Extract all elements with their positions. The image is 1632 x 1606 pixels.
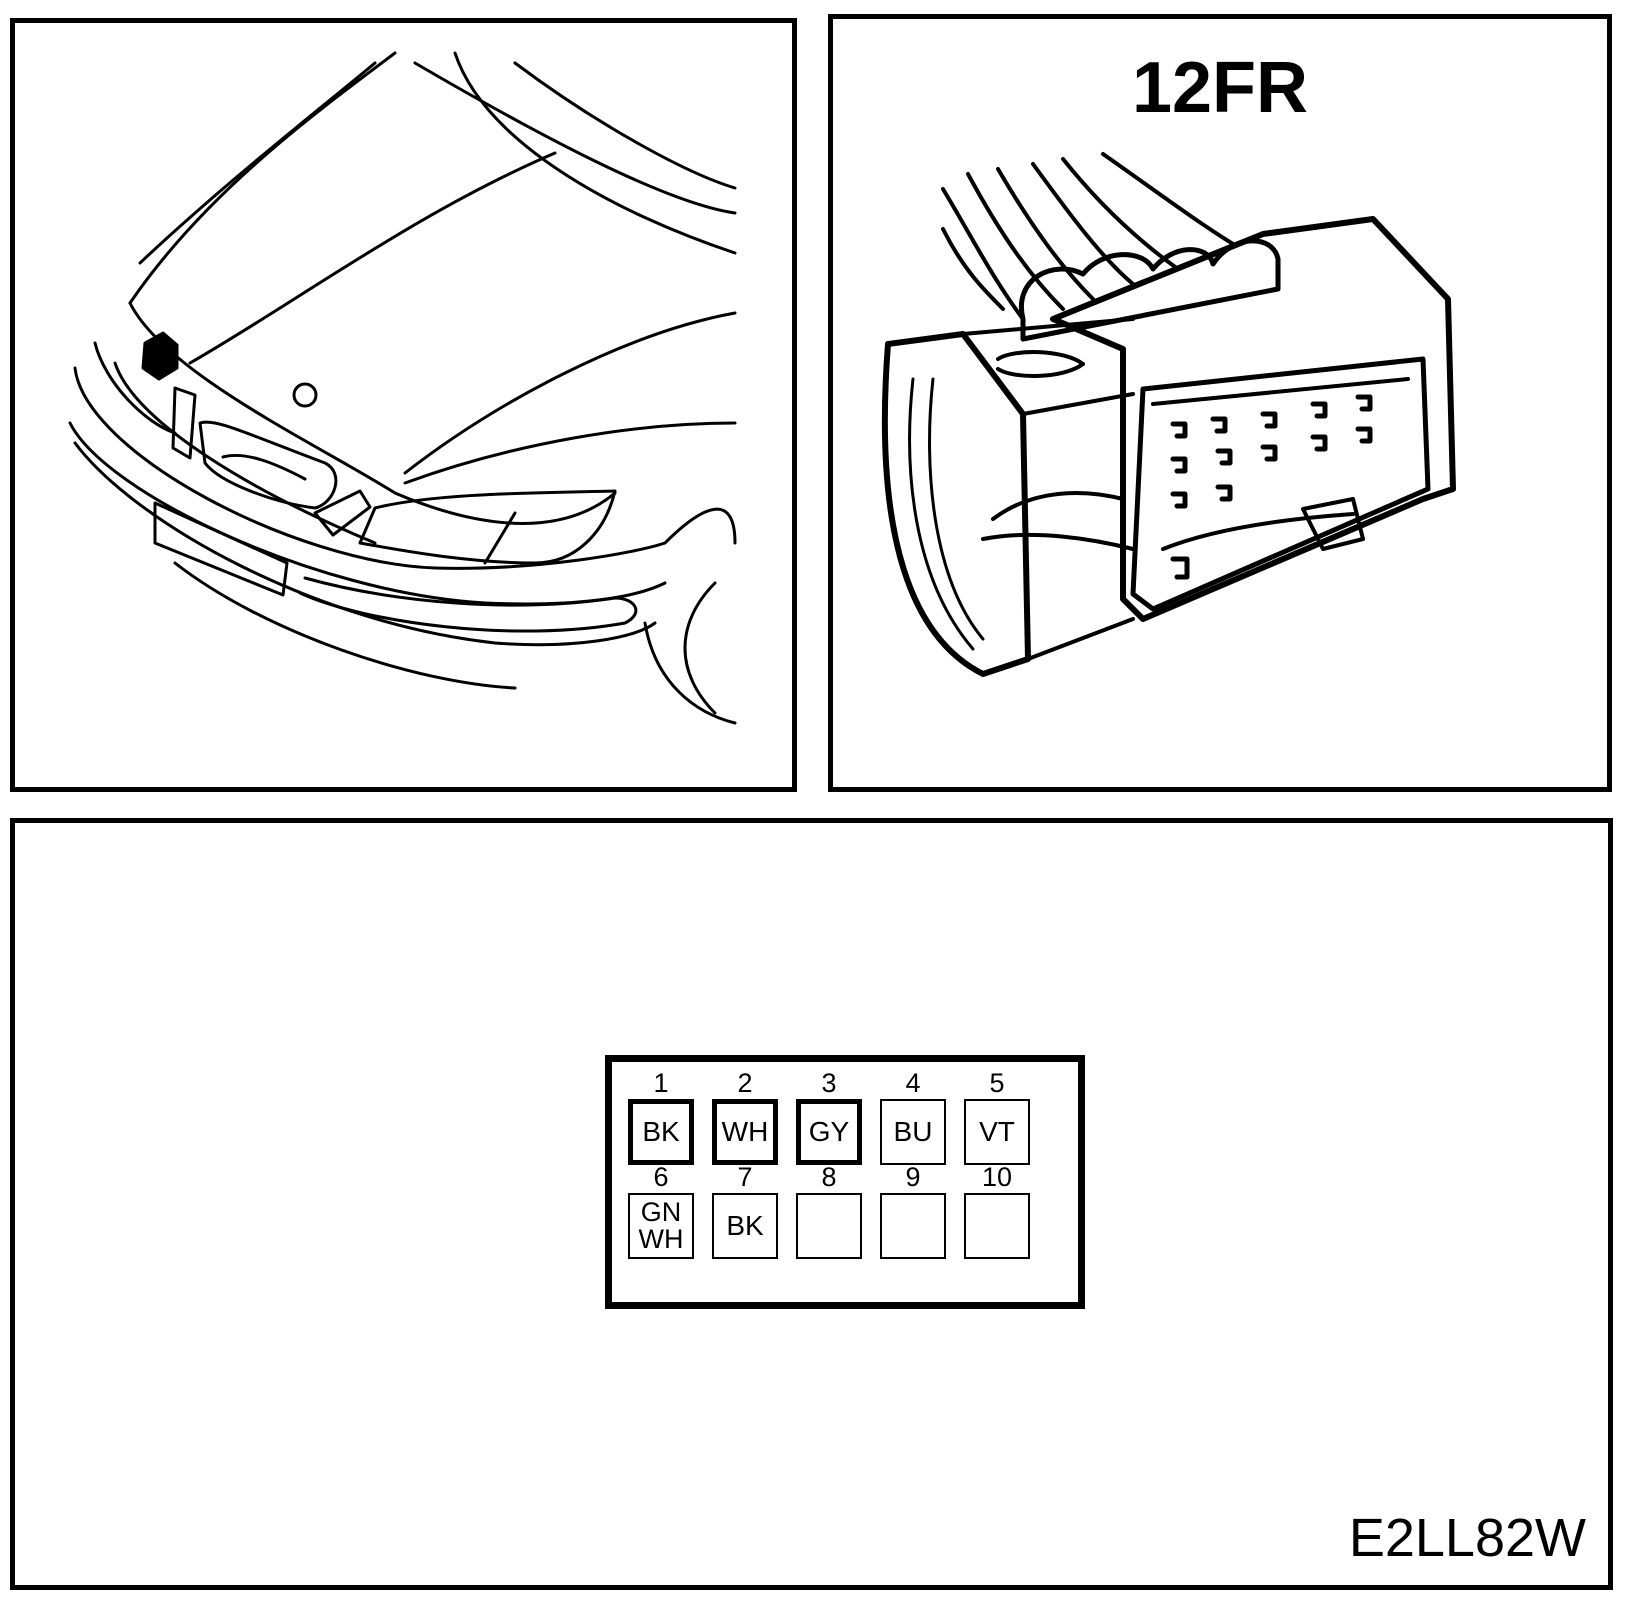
connector-location-marker <box>141 331 179 381</box>
pin-5: VT <box>964 1099 1030 1165</box>
pin-number: 3 <box>821 1068 837 1098</box>
pin-wire-color: BK <box>726 1210 764 1241</box>
pin-number: 10 <box>981 1162 1013 1192</box>
pin-wire-color: GY <box>808 1116 850 1147</box>
figure-code: E2LL82W <box>1348 1508 1586 1568</box>
connector-face-frame <box>605 1055 1085 1309</box>
pin-1: BK <box>628 1099 694 1165</box>
pin-number: 7 <box>737 1162 753 1192</box>
pin-number: 4 <box>905 1068 921 1098</box>
pin-2: WH <box>712 1099 778 1165</box>
pin-9 <box>880 1193 946 1259</box>
connector-view-panel: 12FR <box>828 14 1612 792</box>
pin-7: BK <box>712 1193 778 1259</box>
pin-wire-color: VT <box>979 1116 1015 1147</box>
vehicle-front-illustration <box>68 51 737 725</box>
pin-number: 2 <box>737 1068 753 1098</box>
pin-10 <box>964 1193 1030 1259</box>
pin-wire-color: BK <box>642 1116 680 1147</box>
pin-number: 5 <box>989 1068 1005 1098</box>
pin-4: BU <box>880 1099 946 1165</box>
pin-number: 8 <box>821 1162 837 1192</box>
pin-number: 1 <box>653 1068 669 1098</box>
pin-number: 6 <box>653 1162 669 1192</box>
pin-8 <box>796 1193 862 1259</box>
connector-id-label: 12FR <box>1131 48 1309 128</box>
pin-number: 9 <box>905 1162 921 1192</box>
vehicle-location-panel <box>10 18 797 792</box>
connector-illustration <box>881 152 1456 677</box>
pin-3: GY <box>796 1099 862 1165</box>
pin-wire-color: BU <box>893 1116 933 1147</box>
pin-wire-color: WH <box>721 1116 769 1147</box>
